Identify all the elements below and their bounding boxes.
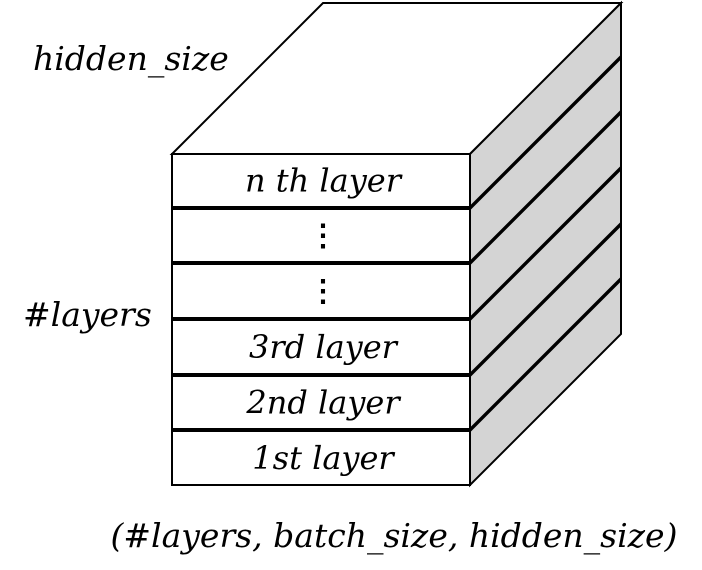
layer-front-face bbox=[171, 263, 471, 319]
cuboid-side-faces bbox=[469, 0, 622, 488]
layer-front-face bbox=[171, 208, 471, 263]
layer-front-faces bbox=[171, 153, 471, 486]
ellipsis-icon: ⋮ bbox=[308, 274, 338, 309]
layer-label: 3rd layer bbox=[249, 328, 399, 366]
layer-label: 1st layer bbox=[252, 439, 395, 477]
tensor-shape-caption: (#layers, batch_size, hidden_size) bbox=[111, 516, 678, 556]
layer-front-face bbox=[171, 375, 471, 430]
ellipsis-icon: ⋮ bbox=[308, 219, 338, 254]
layers-count-label: #layers bbox=[23, 295, 152, 334]
hidden-size-label: hidden_size bbox=[33, 39, 229, 79]
layer-label: n th layer bbox=[245, 162, 403, 200]
layer-front-face bbox=[171, 430, 471, 486]
layer-front-face bbox=[171, 319, 471, 375]
layer-labels: n th layer ⋮ ⋮ 3rd layer 2nd layer 1st layer bbox=[245, 162, 403, 478]
layer-front-face bbox=[171, 153, 471, 208]
layer-label: 2nd layer bbox=[245, 384, 401, 422]
